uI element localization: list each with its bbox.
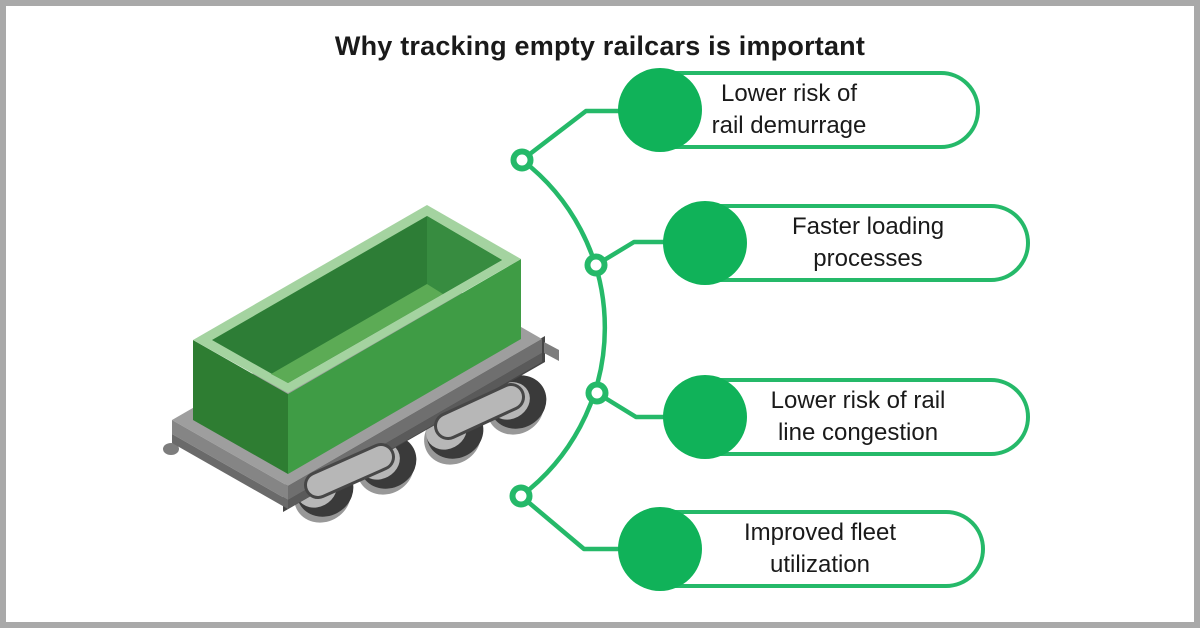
timeline-node-icon-4 — [509, 484, 533, 508]
benefit-label-2: Faster loading processes — [762, 204, 974, 282]
benefit-label-3-line-1: Lower risk of rail — [770, 387, 946, 414]
diagram-canvas — [163, 108, 708, 552]
benefit-label-2-line-2: processes — [813, 245, 923, 272]
benefit-bullet-icon-3 — [663, 375, 747, 459]
benefit-label-3: Lower risk of rail line congestion — [752, 378, 964, 456]
benefit-label-4-line-2: utilization — [769, 551, 871, 578]
railcar-bogie-frames — [304, 383, 525, 499]
railcar-illustration — [163, 205, 559, 523]
benefit-bullet-icon-4 — [618, 507, 702, 591]
benefit-label-1-line-2: rail demurrage — [711, 112, 867, 139]
timeline-node-icon-2 — [584, 253, 608, 277]
timeline-node-icon-3 — [585, 381, 609, 405]
benefit-label-1-line-1: Lower risk of — [720, 80, 858, 107]
benefit-label-4: Improved fleet utilization — [714, 510, 926, 588]
benefit-label-4-line-1: Improved fleet — [743, 519, 897, 546]
railcar-body — [193, 205, 521, 474]
benefit-bullet-icon-2 — [663, 201, 747, 285]
benefit-bullet-icon-1 — [618, 68, 702, 152]
page-title: Why tracking empty railcars is important — [334, 31, 866, 61]
benefit-label-3-line-2: line congestion — [777, 419, 939, 446]
timeline-node-icon-1 — [510, 148, 534, 172]
benefit-label-2-line-1: Faster loading — [791, 213, 945, 240]
benefit-label-1: Lower risk of rail demurrage — [683, 71, 895, 149]
timeline-arc — [519, 158, 608, 498]
